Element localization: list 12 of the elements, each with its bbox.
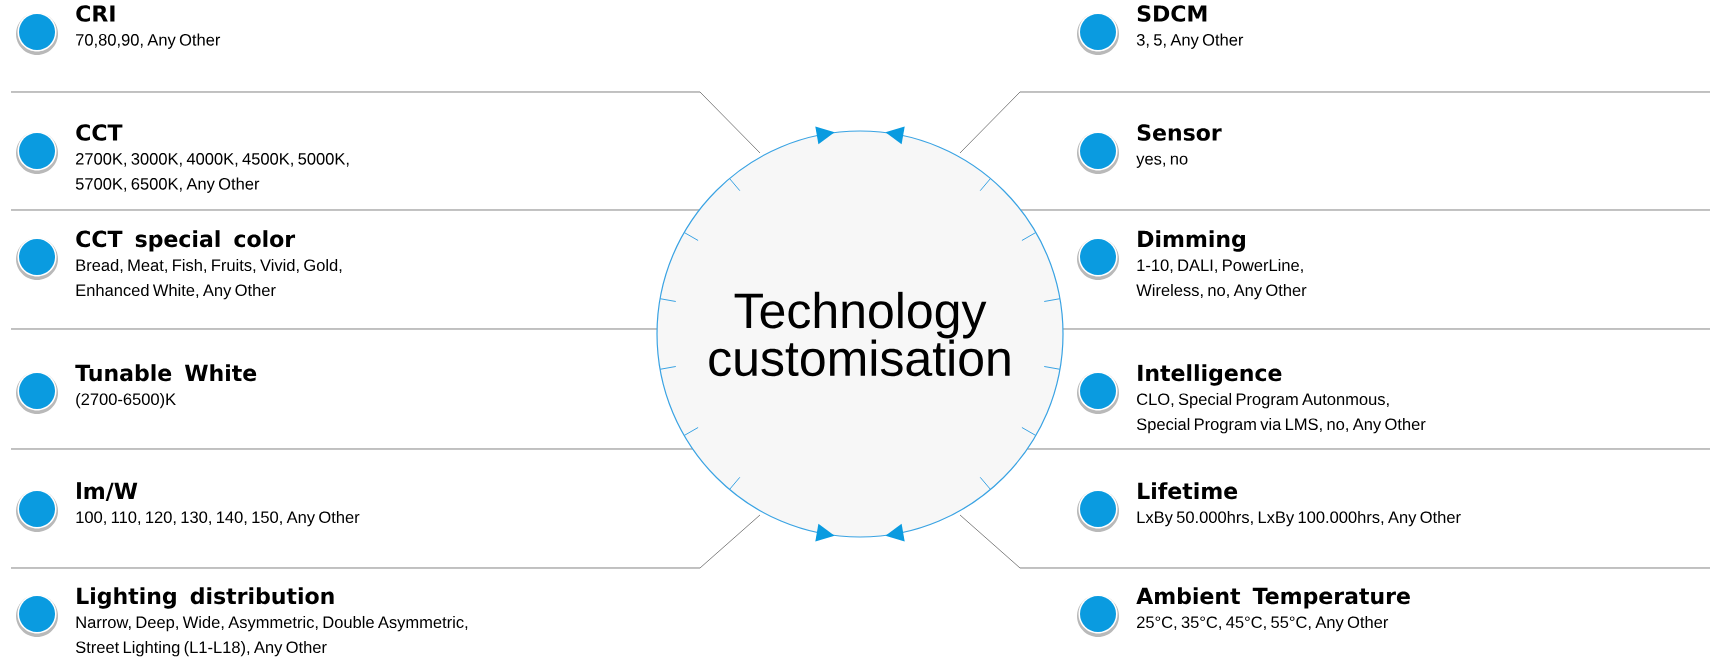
option-item: Sensor yes, no xyxy=(1136,124,1222,168)
option-item: lm/W 100, 110, 120, 130, 140, 150, Any Other xyxy=(76,482,360,527)
option-item: SDCM 3, 5, Any Other xyxy=(1136,5,1244,49)
option-item: Ambient Temperature 25°C, 35°C, 45°C, 55°C, Any Other xyxy=(1136,587,1410,632)
option-item: CCT special color Bread, Meat, Fish, Fruits, Vivid, Gold, Enhanced White, Any Other xyxy=(76,230,342,300)
option-item: CRI 70,80,90, Any Other xyxy=(76,5,221,49)
option-item: Intelligence CLO, Special Program Autonmous, Special Program via LMS, no, Any Other xyxy=(1136,364,1426,434)
option-item: Lighting distribution Narrow, Deep, Wide, Asymmetric, Double Asymmetric, Street Lighting (L1-L18), Any Other xyxy=(75,587,468,657)
option-item: Tunable White (2700-6500)K xyxy=(75,364,257,409)
option-item: CCT 2700K, 3000K, 4000K, 4500K, 5000K, 5700K, 6500K, Any Other xyxy=(75,124,349,193)
option-item: Dimming 1-10, DALI, PowerLine, Wireless, no, Any Other xyxy=(1136,230,1307,300)
option-item: Lifetime LxBy 50.000hrs, LxBy 100.000hrs, Any Other xyxy=(1137,482,1461,527)
